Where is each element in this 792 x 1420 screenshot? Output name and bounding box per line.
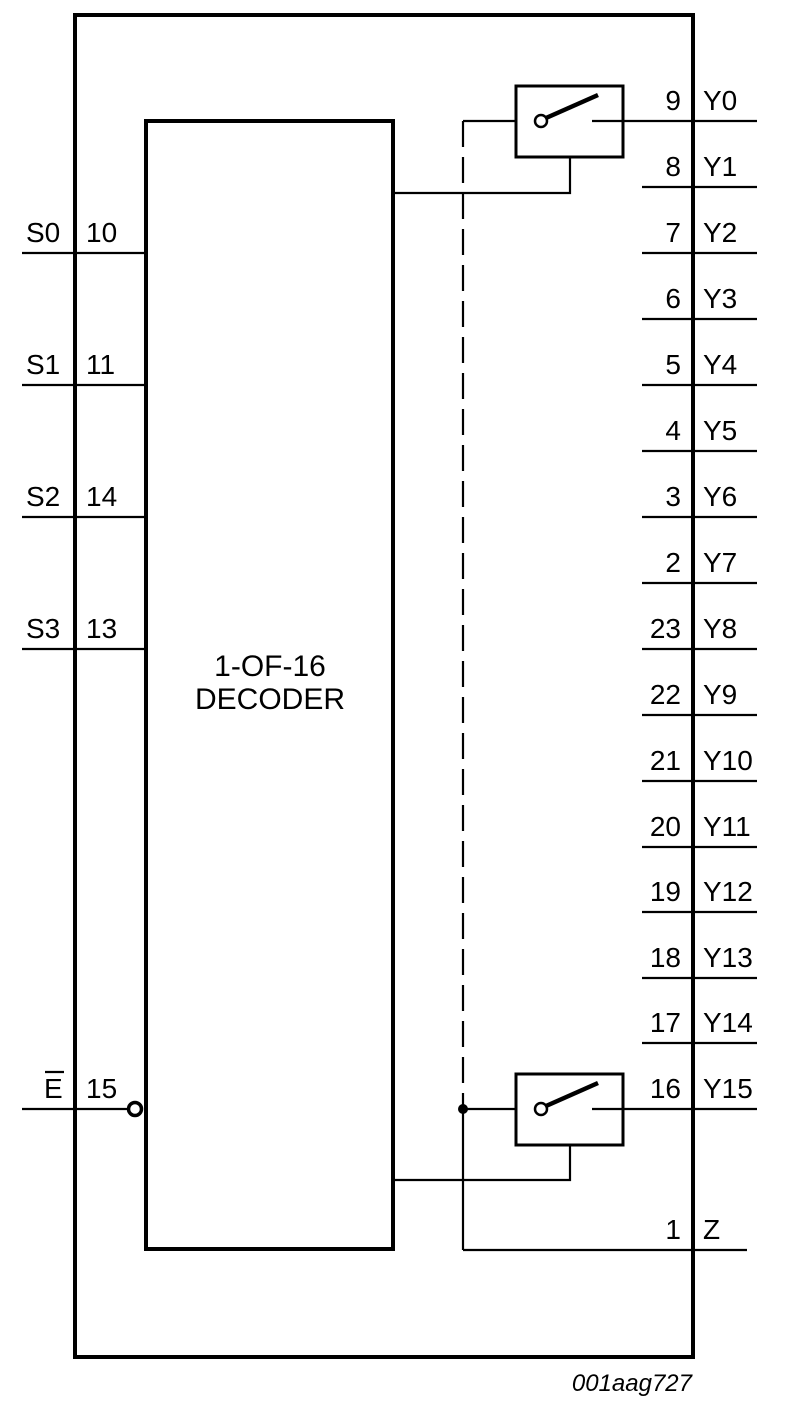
output-y13-pin: 18 bbox=[650, 942, 681, 973]
output-y14-pin: 17 bbox=[650, 1007, 681, 1038]
input-s1-pin: 11 bbox=[86, 349, 115, 380]
output-y2: 7 Y2 bbox=[642, 217, 757, 255]
output-y9-pin: 22 bbox=[650, 679, 681, 710]
output-y2-pin: 7 bbox=[665, 217, 681, 248]
output-y8-name: Y8 bbox=[703, 613, 737, 644]
output-y7: 2 Y7 bbox=[642, 547, 757, 585]
analog-switch-y0 bbox=[463, 84, 625, 159]
output-y10-pin: 21 bbox=[650, 745, 681, 776]
switch-contact-icon bbox=[533, 113, 549, 129]
output-y15-pin: 16 bbox=[650, 1073, 681, 1104]
output-y6: 3 Y6 bbox=[642, 481, 757, 519]
figure-id: 001aag727 bbox=[572, 1370, 694, 1397]
output-y3: 6 Y3 bbox=[642, 283, 757, 321]
output-y0-name: Y0 bbox=[703, 85, 737, 116]
output-y12-name: Y12 bbox=[703, 876, 753, 907]
decoder-control-wire-y0 bbox=[393, 157, 572, 195]
input-enable: E 15 bbox=[22, 1070, 144, 1118]
input-s3-name: S3 bbox=[26, 613, 60, 644]
input-s3: S3 13 bbox=[22, 613, 146, 651]
switch-lever-icon bbox=[545, 92, 599, 121]
output-y8: 23 Y8 bbox=[642, 613, 757, 651]
input-s1: S1 11 bbox=[22, 349, 146, 387]
input-s2-name: S2 bbox=[26, 481, 60, 512]
output-y9-name: Y9 bbox=[703, 679, 737, 710]
output-y3-name: Y3 bbox=[703, 283, 737, 314]
output-y6-name: Y6 bbox=[703, 481, 737, 512]
output-y3-pin: 6 bbox=[665, 283, 681, 314]
input-s2-pin: 14 bbox=[86, 481, 117, 512]
output-y12-pin: 19 bbox=[650, 876, 681, 907]
input-s0-pin: 10 bbox=[86, 217, 117, 248]
decoder-block bbox=[144, 119, 395, 1251]
switch-contact-icon bbox=[533, 1101, 549, 1117]
output-y1-pin: 8 bbox=[665, 151, 681, 182]
output-y11-name: Y11 bbox=[703, 811, 751, 842]
output-y15-name: Y15 bbox=[703, 1073, 753, 1104]
output-y10-name: Y10 bbox=[703, 745, 753, 776]
output-y14: 17 Y14 bbox=[642, 1007, 757, 1045]
switch-lever-icon bbox=[545, 1080, 599, 1109]
output-y13-name: Y13 bbox=[703, 942, 753, 973]
output-y10: 21 Y10 bbox=[642, 745, 757, 783]
input-enable-name: E bbox=[44, 1073, 63, 1104]
decoder-label-line1: 1-OF-16 bbox=[214, 650, 326, 683]
output-y6-pin: 3 bbox=[665, 481, 681, 512]
input-s1-name: S1 bbox=[26, 349, 60, 380]
output-y1: 8 Y1 bbox=[642, 151, 757, 189]
output-y4: 5 Y4 bbox=[642, 349, 757, 387]
output-y9: 22 Y9 bbox=[642, 679, 757, 717]
output-y12: 19 Y12 bbox=[642, 876, 757, 914]
output-z-pin: 1 bbox=[665, 1214, 681, 1245]
output-y8-pin: 23 bbox=[650, 613, 681, 644]
output-y4-name: Y4 bbox=[703, 349, 737, 380]
output-z-name: Z bbox=[703, 1214, 720, 1245]
decoder-label-line2: DECODER bbox=[195, 683, 345, 716]
output-y11-pin: 20 bbox=[650, 811, 681, 842]
output-y7-name: Y7 bbox=[703, 547, 737, 578]
output-y15: 16 Y15 bbox=[623, 1073, 757, 1111]
output-y5-name: Y5 bbox=[703, 415, 737, 446]
output-y11: 20 Y11 bbox=[642, 811, 757, 849]
output-y7-pin: 2 bbox=[665, 547, 681, 578]
output-y1-name: Y1 bbox=[703, 151, 737, 182]
input-s3-pin: 13 bbox=[86, 613, 117, 644]
output-y0: 9 Y0 bbox=[623, 85, 757, 123]
output-y5-pin: 4 bbox=[665, 415, 681, 446]
output-y2-name: Y2 bbox=[703, 217, 737, 248]
input-s0: S0 10 bbox=[22, 217, 146, 255]
inversion-bubble-icon bbox=[126, 1100, 144, 1118]
output-y0-pin: 9 bbox=[665, 85, 681, 116]
output-y4-pin: 5 bbox=[665, 349, 681, 380]
output-y14-name: Y14 bbox=[703, 1007, 753, 1038]
decoder-control-wire-y15 bbox=[393, 1145, 572, 1182]
ic-package-outline bbox=[73, 13, 695, 1359]
input-s2: S2 14 bbox=[22, 481, 146, 519]
input-s0-name: S0 bbox=[26, 217, 60, 248]
output-y5: 4 Y5 bbox=[642, 415, 757, 453]
output-y13: 18 Y13 bbox=[642, 942, 757, 980]
input-enable-pin: 15 bbox=[86, 1073, 117, 1104]
analog-switch-y15 bbox=[463, 1072, 625, 1147]
